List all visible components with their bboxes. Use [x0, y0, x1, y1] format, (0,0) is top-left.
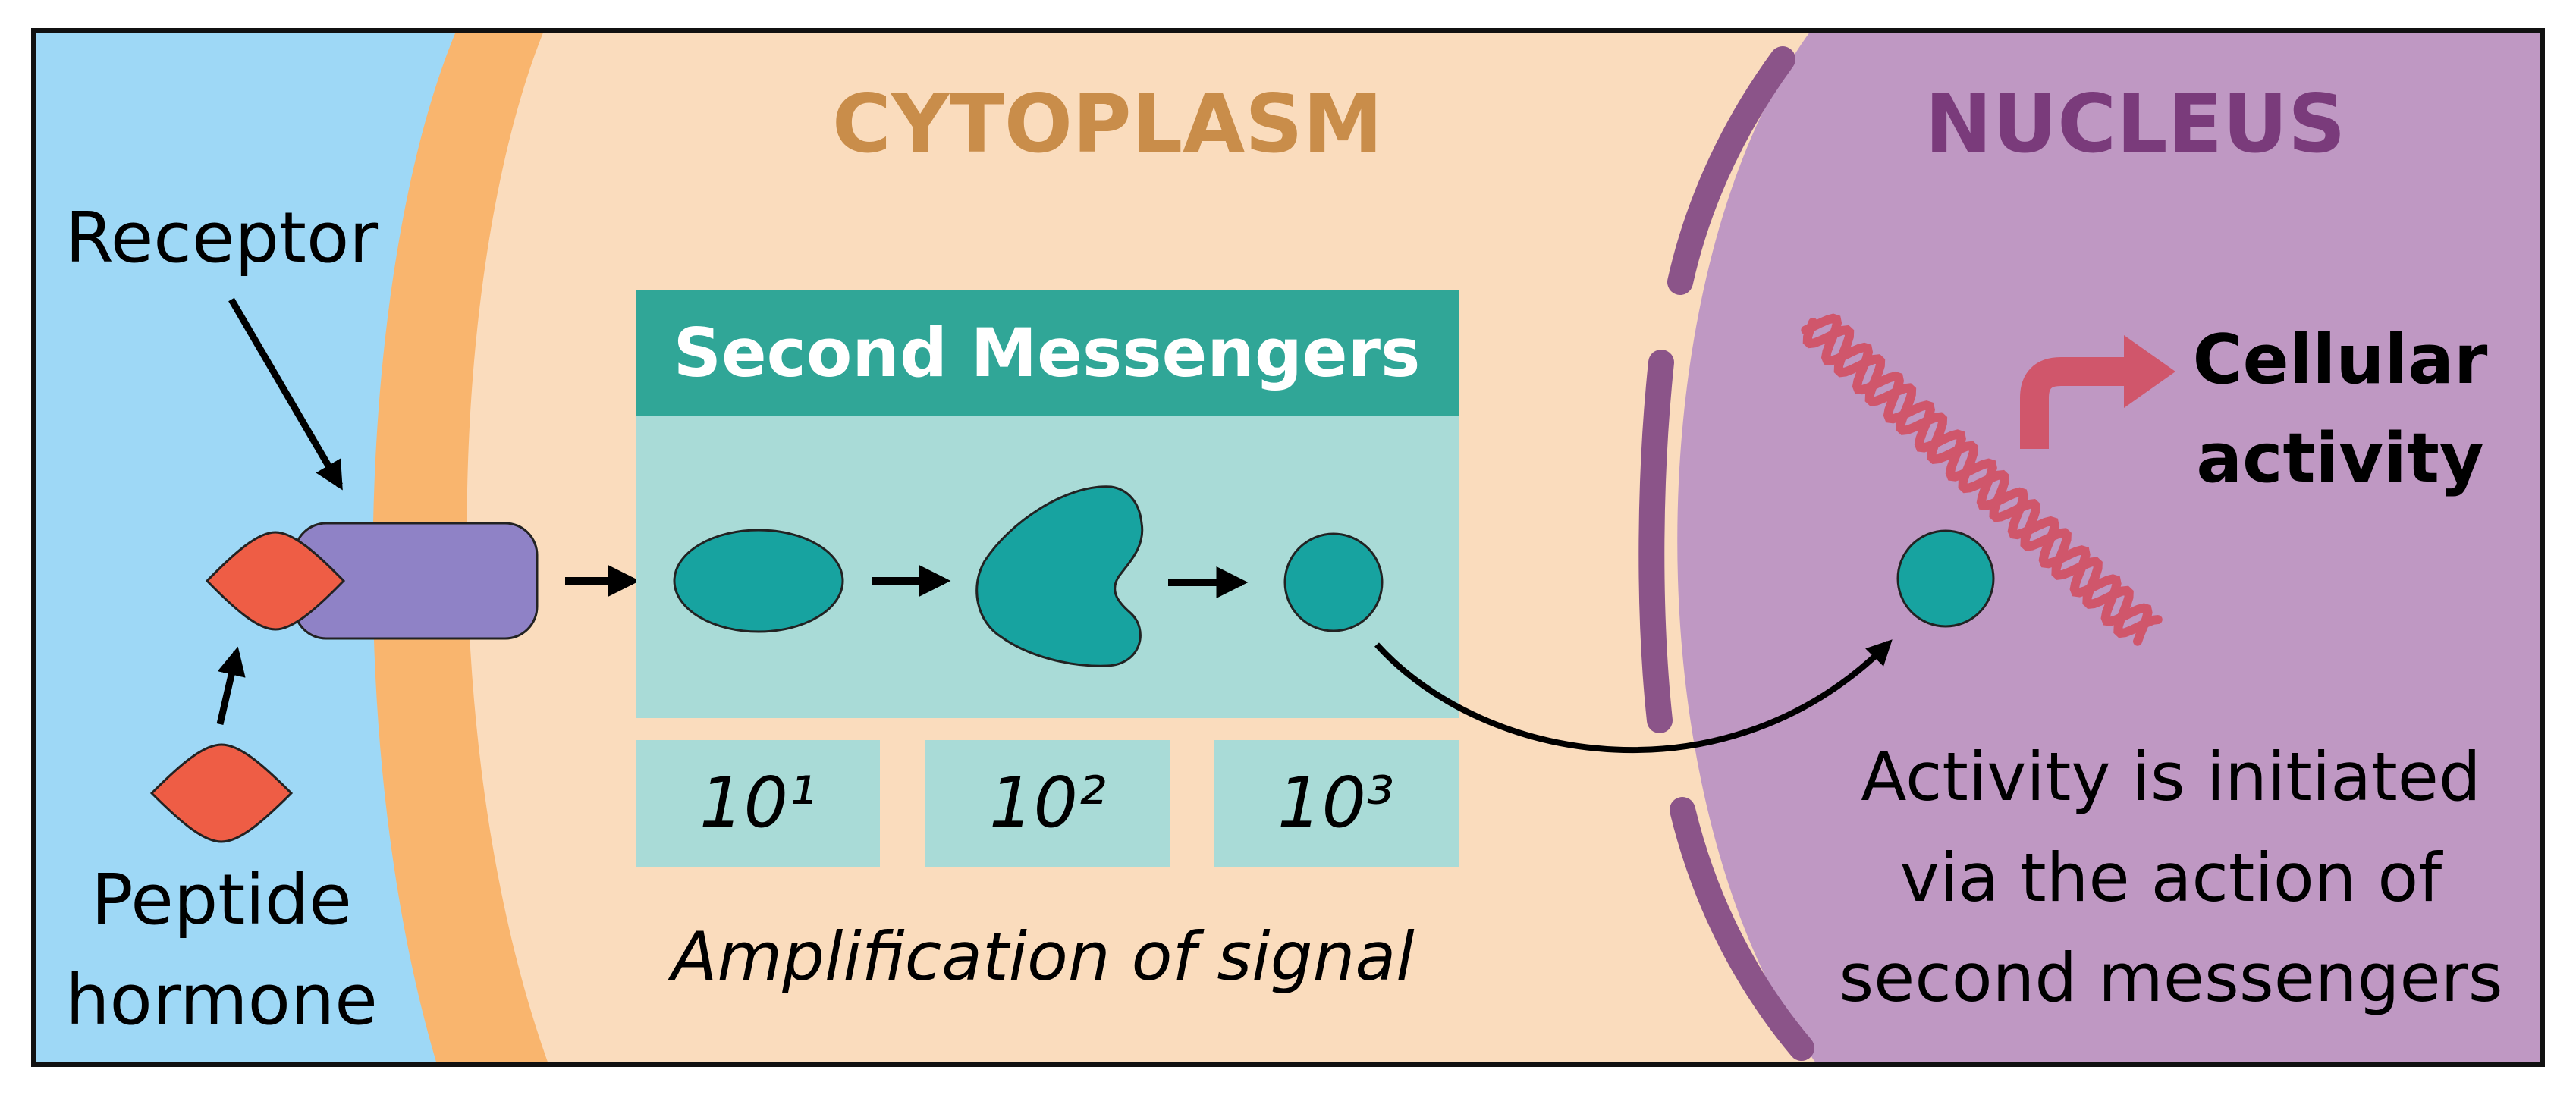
cellular-activity-label-line2: activity — [2196, 419, 2483, 498]
activity-description-line1: Activity is initiated — [1861, 738, 2480, 816]
receptor-label: Receptor — [65, 197, 378, 278]
nucleus-region — [1677, 30, 2543, 1065]
amplification-value-3: 10³ — [1277, 762, 1394, 843]
nuclear-messenger-circle — [1896, 529, 1995, 628]
amplification-caption: Amplification of signal — [668, 918, 1415, 996]
dna-strand-2 — [1801, 313, 2153, 646]
receptor-pointer-arrow — [228, 297, 343, 491]
amplification-value-2: 10² — [989, 762, 1106, 843]
dna-helix — [1801, 313, 2163, 646]
nucleus-title: NUCLEUS — [1925, 77, 2346, 171]
cellular-activity-arrow — [2020, 357, 2124, 449]
second-messengers-title: Second Messengers — [674, 314, 1421, 392]
nuclear-envelope — [1638, 46, 1814, 1061]
activity-description-line3: second messengers — [1839, 939, 2502, 1017]
peptide-hormone-label-line1: Peptide — [91, 859, 352, 940]
dna-strand-1 — [1802, 318, 2163, 638]
nuclear-entry-arrow — [1374, 639, 1893, 753]
cytoplasm-title: CYTOPLASM — [832, 77, 1383, 171]
bound-hormone-shape — [205, 531, 346, 631]
amplification-box-1 — [636, 740, 880, 867]
amplification-box-3 — [1214, 740, 1459, 867]
peptide-hormone-label-line2: hormone — [65, 959, 378, 1040]
amplification-box-2 — [925, 740, 1170, 867]
activity-description-line2: via the action of — [1900, 839, 2444, 917]
peptide-hormone-shape — [149, 743, 294, 843]
cellular-activity-arrowhead — [2124, 335, 2175, 408]
amplification-value-1: 10¹ — [699, 762, 816, 843]
cellular-activity-label-line1: Cellular — [2193, 320, 2488, 400]
hormone-binding-arrow — [216, 646, 246, 726]
messenger-heart-shape — [975, 485, 1144, 667]
messenger-circle — [1283, 532, 1384, 632]
messenger-ellipse — [673, 529, 844, 633]
diagram-frame — [31, 28, 2545, 1067]
second-messengers-header — [636, 290, 1459, 416]
